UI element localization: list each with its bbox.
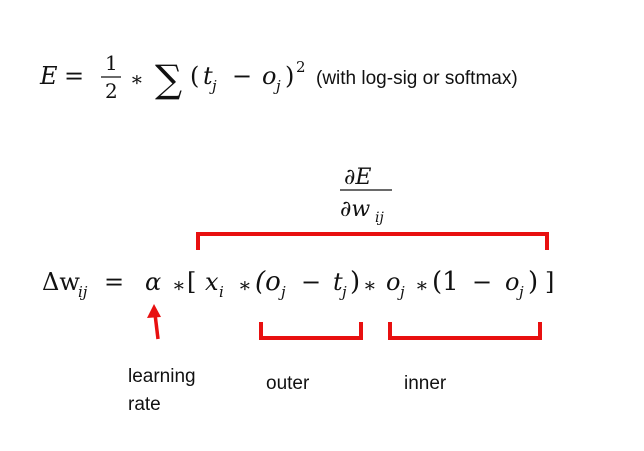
multiply-sign: ∗ bbox=[415, 273, 429, 297]
sum-symbol: ∑ bbox=[155, 57, 182, 101]
open-paren: ( bbox=[190, 62, 199, 90]
minus-sign: − bbox=[232, 62, 252, 90]
left-bracket: [ bbox=[187, 268, 196, 296]
delta-weight: Δw bbox=[42, 268, 80, 296]
right-bracket: ] bbox=[545, 268, 554, 296]
derivative-label: ∂E ∂w ij bbox=[340, 165, 392, 226]
close-paren: ) bbox=[528, 267, 538, 297]
equals-sign: = bbox=[104, 268, 124, 296]
target-symbol: t bbox=[203, 62, 213, 90]
inner-label: inner bbox=[404, 373, 447, 394]
derivative-subscript: ij bbox=[375, 210, 384, 226]
equals-sign: = bbox=[64, 62, 84, 90]
fraction-numerator: 1 bbox=[105, 51, 118, 75]
target-subscript: j bbox=[209, 77, 217, 95]
multiply-sign: ∗ bbox=[363, 273, 377, 297]
target-symbol: t bbox=[333, 268, 343, 296]
alpha-symbol: α bbox=[145, 268, 161, 296]
close-paren: ) bbox=[350, 267, 360, 297]
power-two: 2 bbox=[296, 58, 306, 76]
close-paren: ) bbox=[285, 62, 294, 90]
error-equation: E = 1 2 ∗ ∑ ( t j − o j ) 2 (with log-si… bbox=[39, 51, 518, 103]
target-subscript: j bbox=[339, 283, 347, 301]
fraction-denominator: 2 bbox=[105, 79, 118, 103]
multiply-sign: ∗ bbox=[172, 273, 186, 297]
multiply-sign: ∗ bbox=[238, 273, 252, 297]
output-subscript: j bbox=[273, 77, 281, 95]
output-symbol: o bbox=[505, 268, 519, 296]
output-symbol: o bbox=[262, 62, 276, 90]
outer-label: outer bbox=[266, 373, 310, 394]
error-symbol: E bbox=[39, 62, 58, 90]
output-subscript: j bbox=[516, 283, 524, 301]
derivative-numerator: ∂E bbox=[344, 165, 371, 190]
multiply-sign: ∗ bbox=[130, 67, 144, 91]
output-symbol: o bbox=[386, 268, 400, 296]
gradient-bracket bbox=[196, 232, 549, 250]
output-subscript: j bbox=[397, 283, 405, 301]
input-symbol: x bbox=[205, 268, 219, 296]
outer-bracket bbox=[259, 322, 363, 340]
output-subscript: j bbox=[278, 283, 286, 301]
output-term: (o bbox=[255, 267, 281, 297]
input-subscript: i bbox=[219, 283, 224, 301]
derivative-denominator: ∂w bbox=[340, 197, 370, 222]
one-term: (1 bbox=[432, 267, 459, 297]
minus-sign: − bbox=[301, 268, 321, 296]
learning-rate-label-line1: learning bbox=[128, 366, 196, 387]
inner-bracket bbox=[388, 322, 542, 340]
learning-rate-label-line2: rate bbox=[128, 394, 161, 415]
activation-note: (with log-sig or softmax) bbox=[316, 68, 518, 89]
minus-sign: − bbox=[472, 268, 492, 296]
delta-weight-subscript: ij bbox=[78, 283, 88, 301]
weight-update-equation: Δw ij = α ∗ [ x i ∗ (o j − t j ) ∗ o j ∗… bbox=[42, 267, 554, 301]
learning-rate-arrow-icon bbox=[147, 304, 161, 340]
